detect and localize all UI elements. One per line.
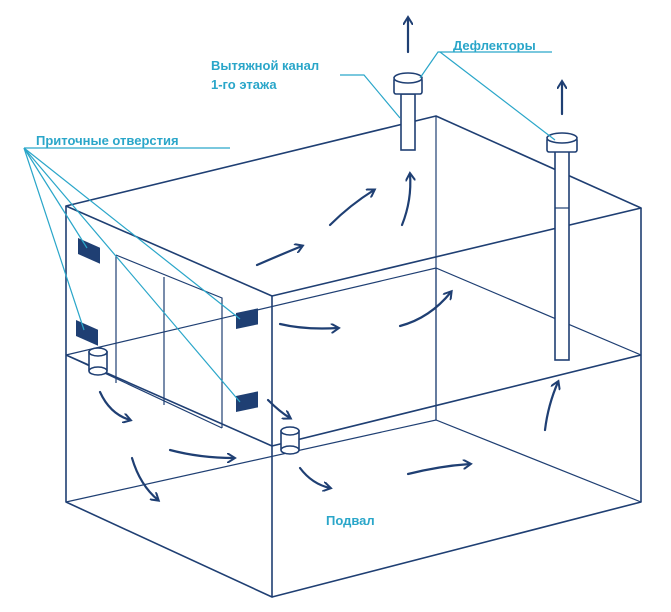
airflow-arrows xyxy=(98,174,558,500)
vent-4 xyxy=(236,391,258,412)
deflectors-label: Дефлекторы xyxy=(453,38,536,53)
exhaust-duct-1st-floor xyxy=(393,72,423,151)
vent-3 xyxy=(236,308,258,329)
basement-label: Подвал xyxy=(326,513,375,528)
vent-1 xyxy=(78,238,100,264)
exhaust-duct-basement xyxy=(546,132,578,361)
exhaust-duct-label-line1: Вытяжной канал xyxy=(211,58,320,73)
supply-vents xyxy=(76,238,258,412)
floor-openings xyxy=(88,347,300,455)
vent-2 xyxy=(76,319,98,346)
outflow-arrows xyxy=(408,18,562,116)
supply-openings-label: Приточные отверстия xyxy=(36,133,179,148)
leader-lines xyxy=(23,51,556,403)
floor-slab xyxy=(65,267,642,503)
exhaust-duct-label-line2: 1-го этажа xyxy=(211,77,277,92)
